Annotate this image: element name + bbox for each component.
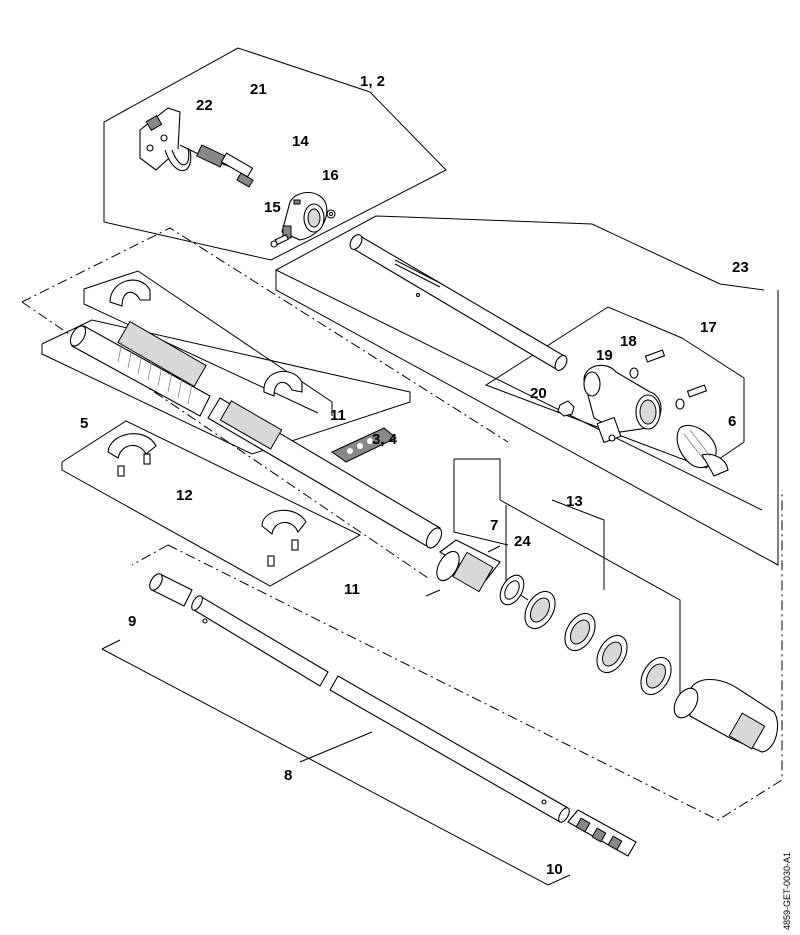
callout-11-lower: 11 [344, 581, 360, 598]
part-8-lower-tube [191, 595, 570, 823]
callout-21: 21 [250, 81, 267, 98]
callout-19: 19 [596, 347, 613, 364]
part-22-bracket [139, 107, 192, 172]
part-24-washer [499, 574, 525, 606]
callout-13: 13 [566, 493, 583, 510]
callout-23: 23 [732, 259, 749, 276]
callout-20: 20 [530, 385, 547, 402]
callout-6: 6 [728, 413, 736, 430]
callout-5: 5 [80, 415, 88, 432]
part-12-clamp-halves [107, 433, 307, 567]
part-9-sleeve [149, 573, 193, 607]
part-18-screws [644, 349, 708, 398]
part-17-clamp [583, 364, 662, 444]
callout-7: 7 [490, 517, 498, 534]
part-6-coupling [676, 424, 729, 477]
part-3-4-decal [331, 427, 397, 463]
callout-16: 16 [322, 167, 339, 184]
callout-3-4: 3, 4 [372, 431, 398, 448]
part-23-tube [349, 234, 568, 371]
callout-1-2: 1, 2 [360, 73, 385, 90]
callout-24: 24 [514, 533, 531, 550]
part-threaded-housing [436, 539, 501, 593]
part-14-housing [281, 191, 328, 241]
callout-18: 18 [620, 333, 637, 350]
part-16-nut [326, 209, 336, 219]
callout-8: 8 [284, 767, 292, 784]
drawing-reference: 4859-GET-0030-A1 [782, 852, 792, 930]
callout-9: 9 [128, 613, 136, 630]
part-21-cable [179, 144, 254, 188]
callout-10: 10 [546, 861, 563, 878]
part-5-grip-tube [69, 320, 443, 549]
part-19-washers [629, 367, 685, 410]
callout-15: 15 [264, 199, 281, 216]
part-end-cap [673, 678, 779, 753]
callout-22: 22 [196, 97, 213, 114]
callout-14: 14 [292, 133, 309, 150]
group-outlines [21, 47, 783, 886]
callout-17: 17 [700, 319, 717, 336]
part-10-plug [567, 809, 637, 857]
callout-11-upper: 11 [330, 407, 346, 424]
part-7-pin [425, 545, 501, 597]
callout-labels: 1, 2 22 21 14 16 15 23 17 18 19 20 6 5 1… [80, 73, 792, 930]
part-11-shell-upper [109, 279, 303, 397]
part-15-screw [270, 234, 290, 248]
callout-12: 12 [176, 487, 193, 504]
part-20-nuts [557, 400, 575, 417]
part-13-rings [524, 590, 672, 696]
